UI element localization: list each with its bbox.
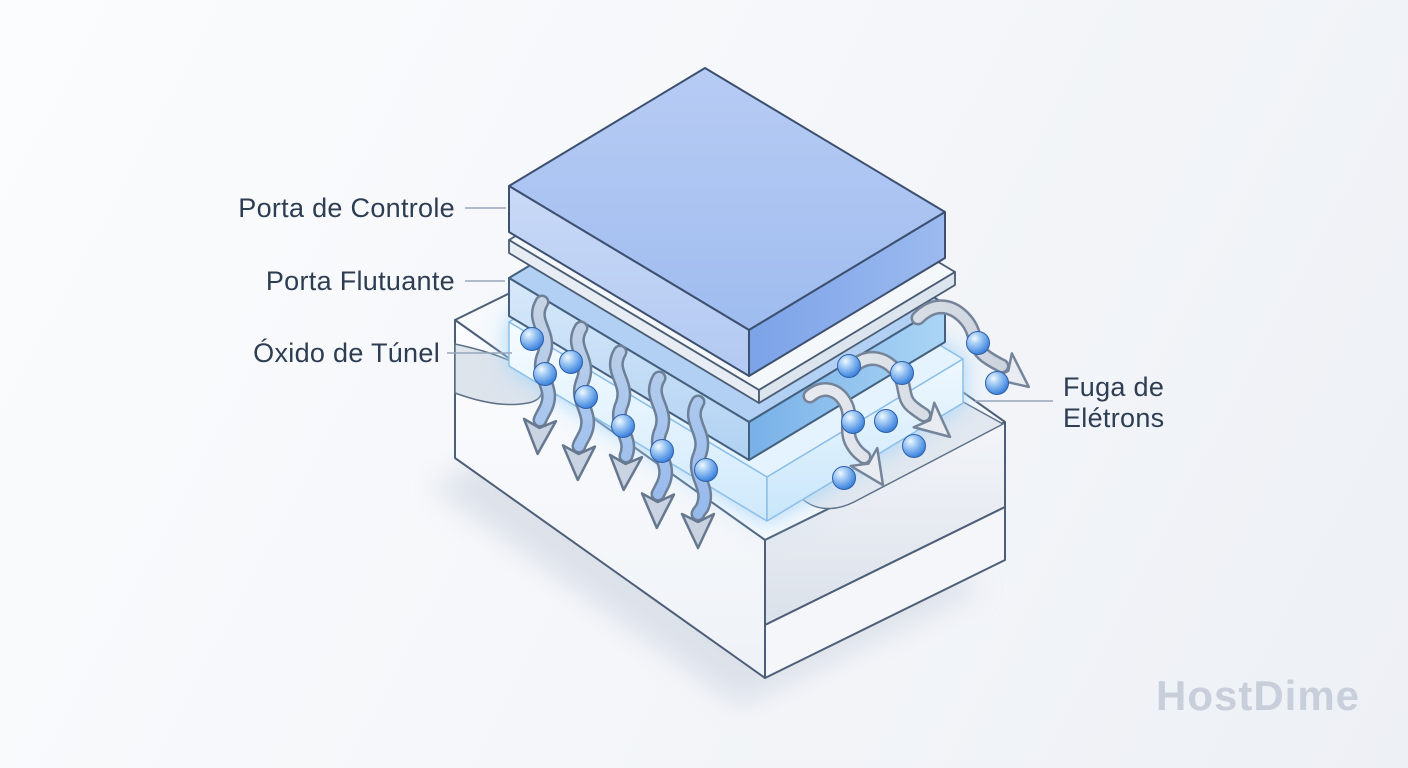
electron-icon xyxy=(902,434,926,458)
label-floating-gate: Porta Flutuante xyxy=(265,266,455,296)
electron-icon xyxy=(874,409,898,433)
leader-lines xyxy=(447,207,1053,402)
down-leak-arrow-icon xyxy=(608,344,644,492)
intergate-oxide-right-face xyxy=(758,271,956,404)
electrons xyxy=(520,327,1009,490)
electron-icon xyxy=(694,458,718,482)
electron-icon xyxy=(520,327,544,351)
electron-icon xyxy=(841,410,865,434)
label-tunnel-oxide: Óxido de Túnel xyxy=(253,338,440,368)
electron-icon xyxy=(837,354,861,378)
electron-icon xyxy=(985,371,1009,395)
electron-icon xyxy=(533,362,557,386)
electron-icon xyxy=(832,466,856,490)
electron-icon xyxy=(650,439,674,463)
side-leak-arrow-icon xyxy=(844,351,952,439)
label-control-gate: Porta de Controle xyxy=(238,193,455,223)
substrate-right-face-lower xyxy=(764,506,1006,679)
electron-icon xyxy=(966,331,990,355)
electron-icon xyxy=(574,385,598,409)
electron-icon xyxy=(559,350,583,374)
hostdime-watermark: HostDime xyxy=(1156,672,1361,719)
electron-icon xyxy=(611,414,635,438)
control-gate-right-face xyxy=(748,211,946,377)
label-electron-leakage: Fuga de Elétrons xyxy=(1063,372,1165,433)
electron-icon xyxy=(890,361,914,385)
control-gate-slab xyxy=(508,67,946,377)
floating-gate-right-face xyxy=(748,303,946,461)
